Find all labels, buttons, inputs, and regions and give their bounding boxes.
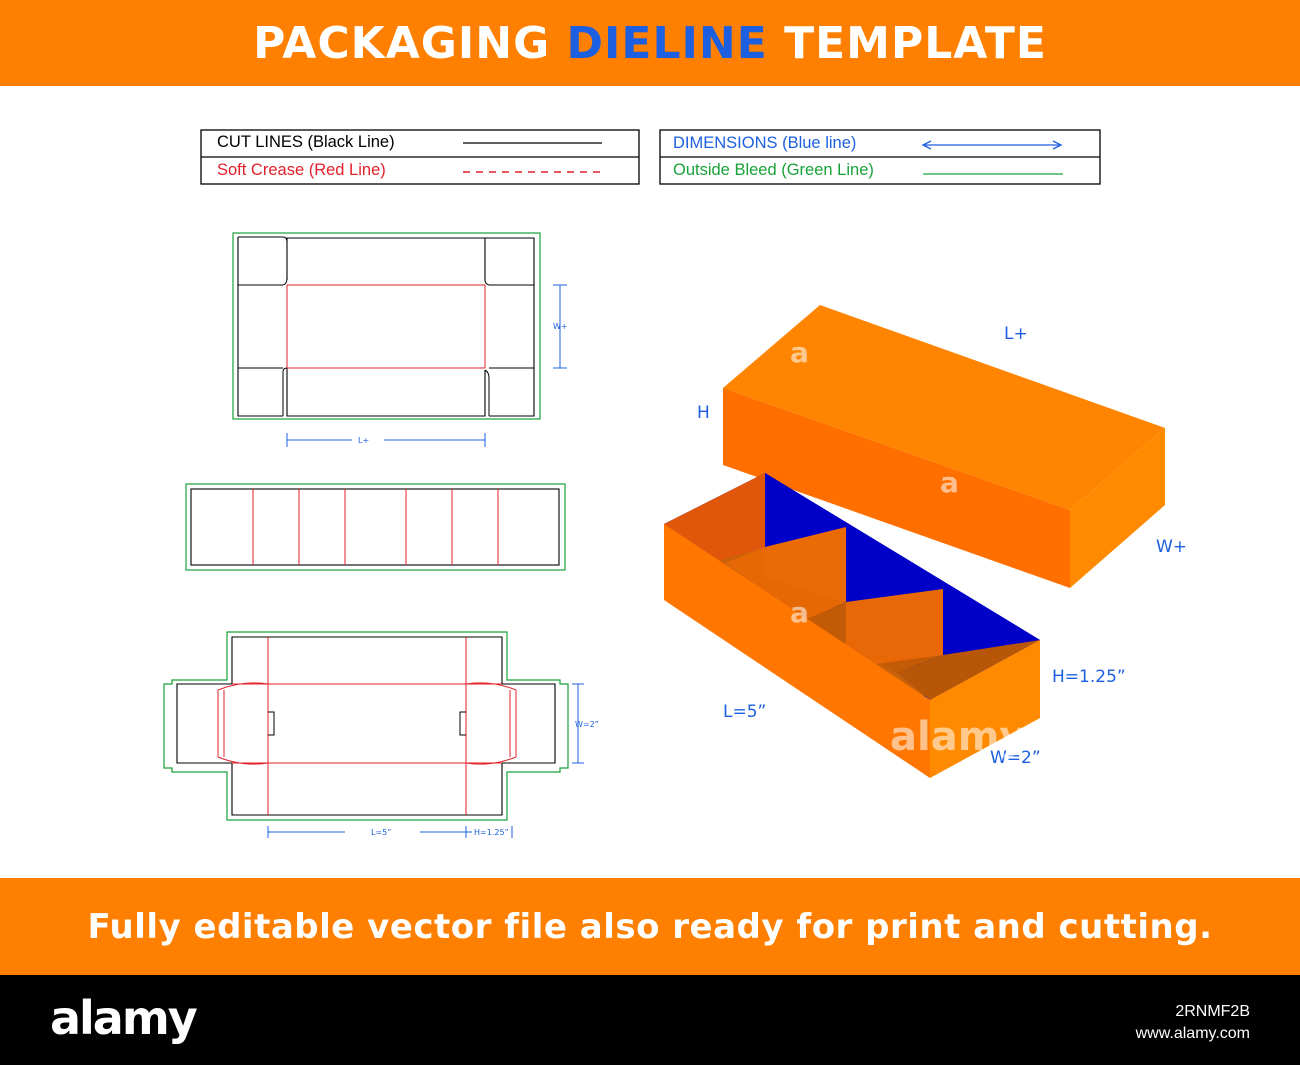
tray-width-dimension xyxy=(572,683,584,764)
stock-bar: alamy 2RNMF2B www.alamy.com xyxy=(0,975,1300,1065)
lid-length-label: L+ xyxy=(1004,324,1028,344)
tray-length-dimension xyxy=(267,826,513,838)
watermark-logo: alamy xyxy=(890,714,1026,760)
page-title: PACKAGING DIELINE TEMPLATE xyxy=(253,17,1047,69)
footer-text: Fully editable vector file also ready fo… xyxy=(87,906,1213,947)
template-canvas: W+ L+ W=2” xyxy=(0,86,1300,878)
brand-logo[interactable]: alamy xyxy=(50,991,198,1045)
legend-outside-bleed: Outside Bleed (Green Line) xyxy=(673,161,874,179)
watermark-glyph: a xyxy=(790,336,809,369)
width-label: W+ xyxy=(553,322,568,331)
box-lid-3d xyxy=(723,305,1165,588)
dieline-tray: W=2” L=5” H=1.25” xyxy=(163,631,599,838)
lid-height-label: H xyxy=(697,403,710,423)
lid-width-label: W+ xyxy=(1156,537,1187,557)
box-tray-3d xyxy=(664,473,1040,778)
tray-height-label: H=1.25” xyxy=(474,828,509,837)
stock-info: 2RNMF2B www.alamy.com xyxy=(1136,1001,1250,1045)
length-dimension xyxy=(286,433,486,447)
dieline-divider xyxy=(185,483,566,571)
header-banner: PACKAGING DIELINE TEMPLATE xyxy=(0,0,1300,86)
tray-length-label: L=5” xyxy=(371,828,391,837)
dimension-line-sample xyxy=(921,140,1063,150)
watermark-glyph: a xyxy=(940,466,959,499)
legend-table xyxy=(200,129,1101,185)
title-accent: DIELINE xyxy=(566,17,768,69)
drawing-area: W+ L+ W=2” xyxy=(163,129,1187,838)
footer-banner: Fully editable vector file also ready fo… xyxy=(0,878,1300,975)
tray-width-label: W=2” xyxy=(575,720,599,729)
site-link[interactable]: www.alamy.com xyxy=(1135,1025,1250,1042)
legend-dimensions: DIMENSIONS (Blue line) xyxy=(673,134,857,152)
legend-cut-lines: CUT LINES (Black Line) xyxy=(217,133,395,151)
image-id: 2RNMF2B xyxy=(1175,1003,1250,1020)
box-width-label: W=2” xyxy=(990,748,1041,768)
watermark-glyph: a xyxy=(790,596,809,629)
width-dimension xyxy=(553,284,567,369)
dieline-lid: W+ L+ xyxy=(232,232,568,447)
length-label: L+ xyxy=(358,436,369,445)
box-length-label: L=5” xyxy=(723,702,766,722)
box-height-label: H=1.25” xyxy=(1052,667,1126,687)
legend-soft-crease: Soft Crease (Red Line) xyxy=(217,161,386,179)
